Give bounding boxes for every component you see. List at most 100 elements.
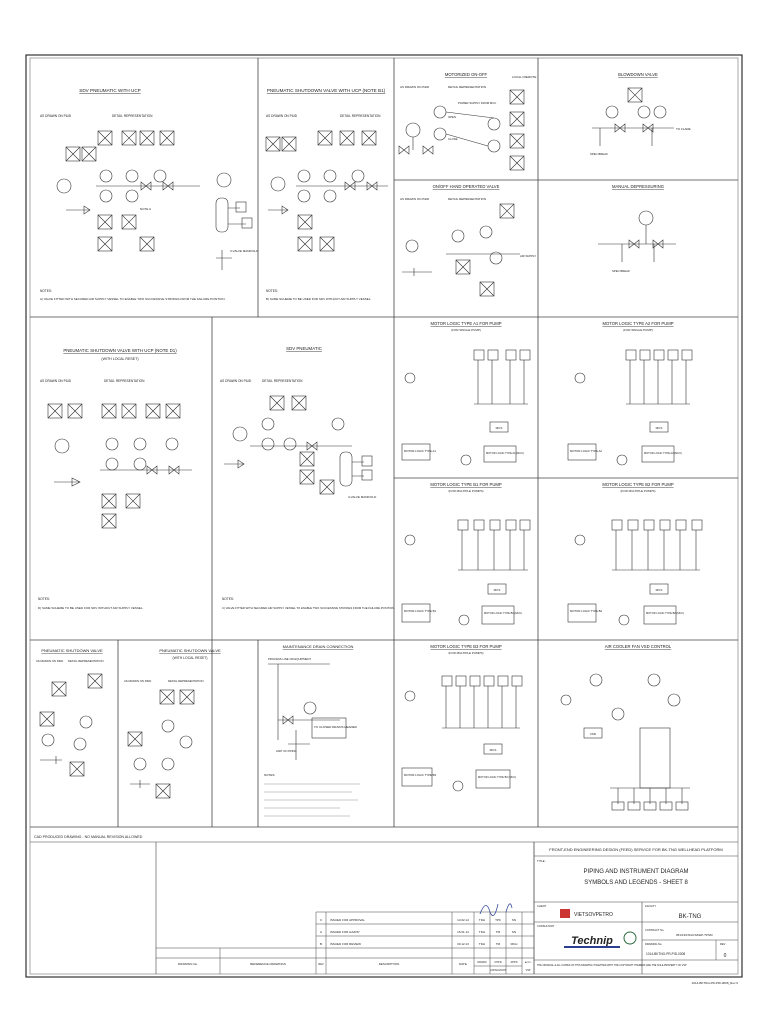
panel-title: MAINTENANCE DRAIN CONNECTION [283, 644, 354, 649]
label-detail: DETAIL REPRESENTATION [448, 197, 486, 201]
appd-cell: SN [512, 918, 516, 922]
title-label: TITLE : [537, 859, 546, 863]
label-detail: DETAIL REPRESENTATION [112, 114, 153, 118]
rev-cell: B [320, 942, 322, 946]
panel-subtitle: (WITH LOCAL RESET) [172, 656, 207, 660]
label-as-drawn: AS DRAWN ON P&ID [36, 659, 63, 663]
revision-number: 0 [724, 953, 727, 959]
rev-cell: 0 [320, 918, 322, 922]
panel-motor-logic-b1: MOTOR LOGIC TYPE B1 FOR PUMP (FOR MULTIP… [401, 482, 531, 626]
label-close: CLOSE [448, 137, 458, 141]
label-process-line: PROCESS LINE OR EQUIPMENT [268, 657, 311, 661]
panel-sdv-pneumatic: SDV PNEUMATIC AS DRAWN ON P&ID DETAIL RE… [220, 346, 395, 610]
panel-subtitle: (FOR MULTIPLE PUMPS) [448, 651, 483, 655]
label-power-supply: POWER SUPPLY FROM MCC [458, 101, 496, 105]
note-text: D) SAME SCHEME TO BE USED FOR SDV WITHOU… [38, 606, 144, 610]
panel-title: PNEUMATIC SHUTDOWN VALVE [41, 648, 103, 653]
label-manifold: 3-VALVE MANIFOLD [348, 495, 377, 499]
chk-cell: TM [496, 942, 501, 946]
drawn-cell: TDH [479, 918, 485, 922]
header-reference: REFERENCE DRAWINGS [250, 962, 286, 966]
label-open: OPEN [448, 115, 456, 119]
panel-title: MOTORIZED ON-OFF [445, 72, 488, 77]
header-description: DESCRIPTION [379, 962, 400, 966]
header-drawn: DRAWN [478, 961, 487, 964]
panel-pssv-ucp: PNEUMATIC SHUTDOWN VALVE WITH UCP (NOTE … [265, 88, 388, 301]
label-box: MOTOR LOGIC TYPE A1 [404, 449, 436, 453]
panel-psv: PNEUMATIC SHUTDOWN VALVE AS DRAWN ON P&I… [36, 648, 103, 777]
rev-label: REV [720, 942, 726, 946]
panel-subtitle: (FOR MULTIPLE PUMPS) [620, 489, 655, 493]
panel-title: MANUAL DEPRESSURING [612, 184, 664, 189]
label-mcc: MOTOR LOGIC TYPE A1 (MCC) [486, 451, 524, 455]
signature-mark [479, 903, 513, 916]
label-detail: DETAIL REPRESENTATION [262, 379, 303, 383]
panel-pssv-local: PNEUMATIC SHUTDOWN VALVE WITH UCP (NOTE … [38, 348, 192, 610]
facility-label: FACILITY [645, 904, 657, 908]
panel-title: MOTOR LOGIC TYPE B1 FOR PUMP [430, 482, 501, 487]
header-appd: APP'D [511, 961, 518, 964]
consultant-label: CONSULTANT [537, 924, 555, 928]
desc-cell: ISSUED FOR HAZOP [330, 930, 360, 934]
panel-air-cooler: AIR COOLER FAN VSD CONTROL VSD [560, 644, 690, 811]
desc-cell: ISSUED FOR APPROVAL [330, 918, 365, 922]
header-date: DATE [459, 962, 467, 966]
date-cell: 15.01.14 [457, 930, 469, 934]
label-box: MOTOR LOGIC TYPE A2 [570, 449, 602, 453]
label-as-drawn: AS DRAWN ON P&ID [400, 197, 430, 201]
header-drawing-no: DRAWING No. [178, 962, 198, 966]
outer-border [25, 54, 743, 978]
panel-subtitle: (FOR SINGLE PUMP) [623, 328, 653, 332]
title-line-1: PIPING AND INSTRUMENT DIAGRAM [584, 869, 689, 875]
panel-maint-drain: MAINTENANCE DRAIN CONNECTION PROCESS LIN… [264, 644, 360, 817]
notes-heading: NOTES: [40, 289, 52, 293]
cad-note: CAD PRODUCED DRAWING - NO MANUAL REVISIO… [34, 835, 143, 839]
label-mcc: MOTOR LOGIC TYPE A2 (MCC) [644, 451, 682, 455]
header-vsp: VSP [526, 969, 531, 972]
panel-title: PNEUMATIC SHUTDOWN VALVE [159, 648, 221, 653]
label-as-drawn: AS DRAWN ON P&ID [40, 379, 72, 383]
label-spec-break: SPEC BREAK [612, 269, 630, 273]
copyright-note: THE ORIGINAL & ALL COPIES OF THIS DRAWIN… [537, 964, 687, 967]
note-text: C) VALVE FITTED WITH SECURED AIR SUPPLY … [222, 606, 395, 610]
label-box: MOTOR LOGIC TYPE B3 [404, 773, 437, 777]
notes-heading: NOTES: [264, 773, 275, 777]
note-text: A) VALVE FITTED WITH SECURED AIR SUPPLY … [40, 297, 225, 301]
appd-cell: SN [512, 930, 516, 934]
panel-title: MOTOR LOGIC TYPE B3 FOR PUMP [430, 644, 501, 649]
label-closed-drain: TO CLOSED DRAINS HEADER [314, 725, 358, 729]
project-name: FRONT-END ENGINEERING DESIGN (FEED) SERV… [549, 847, 722, 852]
panel-title: ON/OFF HAND OPERATED VALVE [433, 184, 500, 189]
contractor-logo: Technip [571, 935, 613, 947]
header-appd-vsp: APP'D [525, 961, 532, 964]
label-as-drawn: AS DRAWN ON P&ID [266, 114, 298, 118]
client-name: VIETSOVPETRO [574, 912, 613, 918]
label-spec-break: SPEC BREAK [590, 152, 608, 156]
label-as-drawn: AS DRAWN ON P&ID [40, 114, 72, 118]
client-label: CLIENT [537, 904, 547, 908]
chk-cell: TPK [495, 918, 501, 922]
panel-title: SDV PNEUMATIC [286, 346, 322, 351]
header-chk: CHK'D [494, 961, 502, 964]
panel-title: AIR COOLER FAN VSD CONTROL [605, 644, 672, 649]
label-detail: DETAIL REPRESENTATION [340, 114, 381, 118]
header-rev: REV [318, 962, 324, 966]
contract-label: CONTRACT No. [645, 928, 664, 932]
label-manifold: 3-VALVE MANIFOLD [230, 249, 259, 253]
panel-motor-logic-b2: MOTOR LOGIC TYPE B2 FOR PUMP (FOR MULTIP… [567, 482, 703, 626]
panel-motor-logic-b3: MOTOR LOGIC TYPE B3 FOR PUMP (FOR MULTIP… [401, 644, 523, 792]
panel-psv-reset: PNEUMATIC SHUTDOWN VALVE (WITH LOCAL RES… [124, 648, 221, 799]
contract-number: 051/13/FN/LKS/FEP-TPSM [676, 933, 713, 937]
label-vsd: VSD [590, 732, 597, 736]
label-as-drawn: AS DRAWN ON P&ID [400, 85, 430, 89]
chk-cell: TM [496, 930, 501, 934]
drawing-number: 1014-BKTNG-PR-PID-0008 [646, 952, 685, 956]
file-reference: 1014-BKTNG-PR-PID-0008_Rev 0 [692, 981, 739, 985]
panel-subtitle: (FOR SINGLE PUMP) [451, 328, 481, 332]
label-detail: DETAIL REPRESENTATION [448, 85, 486, 89]
label-detail: DETAIL REPRESENTATION [104, 379, 145, 383]
panel-title: PNEUMATIC SHUTDOWN VALVE WITH UCP (NOTE … [267, 88, 386, 93]
header-consultant: CONSULTANT [490, 969, 506, 972]
panel-subtitle: (FOR MULTIPLE PUMPS) [448, 489, 483, 493]
